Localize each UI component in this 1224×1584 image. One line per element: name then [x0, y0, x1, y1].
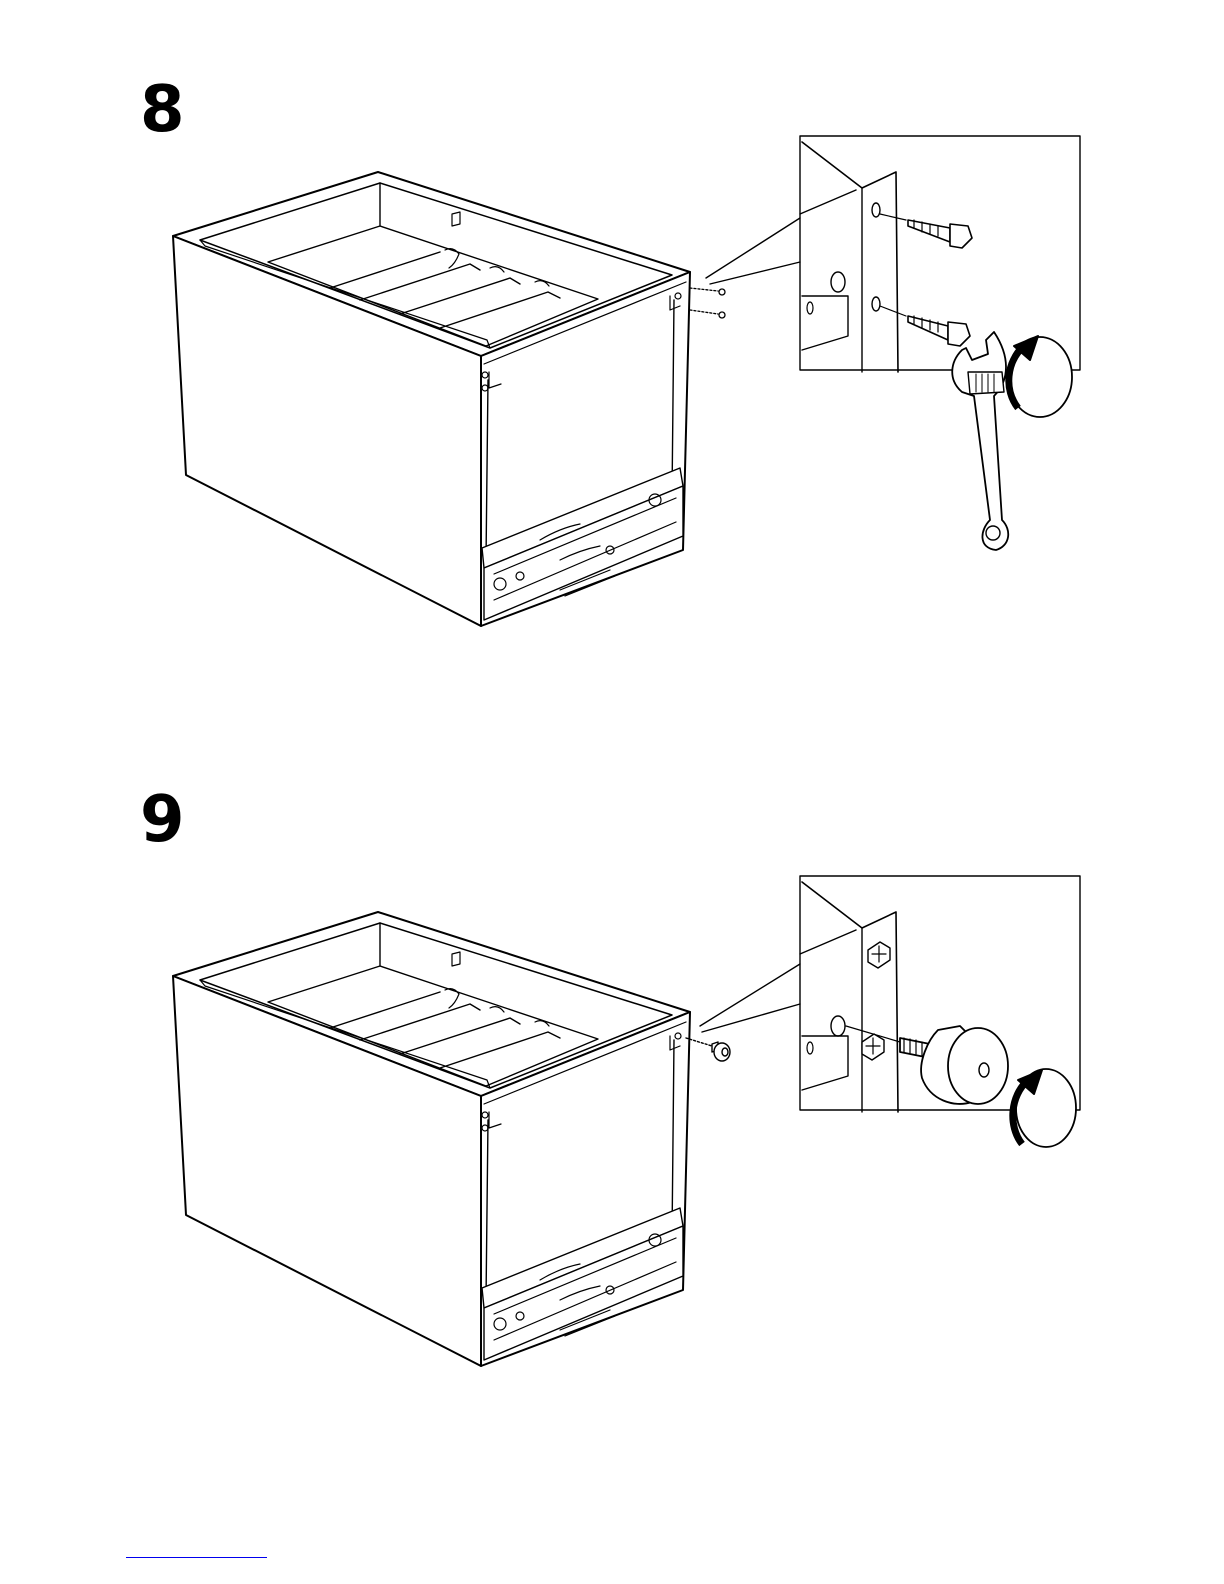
- cabinet-drawing: [173, 172, 690, 626]
- step-9-illustration: [0, 740, 1224, 1460]
- furniture-foot-icon: [900, 1026, 1008, 1104]
- foot-small-icon: [686, 1038, 730, 1061]
- clockwise-arrow-icon: [1013, 1069, 1076, 1147]
- cabinet-drawing: [173, 912, 690, 1366]
- hex-screw-icon: [880, 214, 972, 346]
- step-8-illustration: [0, 0, 1224, 720]
- clockwise-arrow-icon: [1008, 336, 1072, 417]
- adjustable-wrench-icon: [952, 332, 1008, 550]
- screw-small-icon: [690, 288, 725, 318]
- footer-rule: [126, 1557, 267, 1558]
